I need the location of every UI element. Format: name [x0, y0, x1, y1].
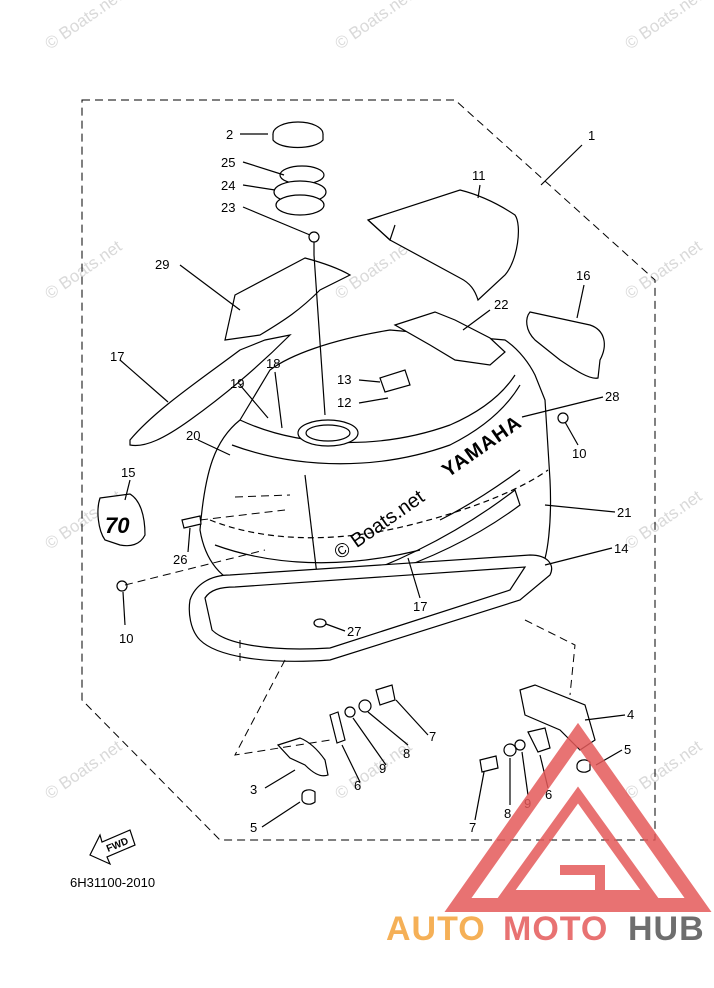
- callout-label: 10: [119, 631, 133, 646]
- decal-29: [224, 257, 352, 341]
- callout-label: 17: [110, 349, 124, 364]
- callout-label: 19: [230, 376, 244, 391]
- callout-label: 23: [221, 200, 235, 215]
- callout-label: 16: [576, 268, 590, 283]
- watermark: © Boats.net: [41, 236, 125, 303]
- callout-label: 15: [121, 465, 135, 480]
- filler-cap-group: [272, 121, 327, 416]
- watermark: © Boats.net: [331, 0, 415, 53]
- callout-label: 20: [186, 428, 200, 443]
- callout-label: 9: [379, 761, 386, 776]
- watermark: © Boats.net: [41, 0, 125, 53]
- callout-label: 14: [614, 541, 628, 556]
- watermark: © Boats.net: [621, 0, 705, 53]
- grommet-10-right: [557, 412, 569, 424]
- callout-label: 4: [627, 707, 634, 722]
- callout-label: 26: [173, 552, 187, 567]
- screw-26: [181, 515, 202, 529]
- callout-label: 28: [605, 389, 619, 404]
- callout-label: 13: [337, 372, 351, 387]
- callout-label: 8: [403, 746, 410, 761]
- decal-model-text: 70: [105, 513, 130, 538]
- callout-label: 18: [266, 356, 280, 371]
- callout-label: 12: [337, 395, 351, 410]
- fwd-arrow-icon: FWD: [89, 829, 136, 866]
- callout-label: 3: [250, 782, 257, 797]
- pad-16: [526, 311, 605, 379]
- callout-label: 27: [347, 624, 361, 639]
- callout-label: 21: [617, 505, 631, 520]
- callout-label: 6: [545, 787, 552, 802]
- diagram-code: 6H31100-2010: [70, 875, 155, 890]
- bracket-22: [393, 311, 506, 366]
- watermark: © Boats.net: [41, 736, 125, 803]
- callout-label: 7: [469, 820, 476, 835]
- leader-lines: [119, 133, 626, 828]
- callout-label: 22: [494, 297, 508, 312]
- callout-label: 24: [221, 178, 235, 193]
- decal-17: [129, 334, 292, 447]
- callout-label: 25: [221, 155, 235, 170]
- callout-label: 29: [155, 257, 169, 272]
- logo-hub: HUB: [628, 910, 705, 948]
- callout-label: 6: [354, 778, 361, 793]
- hinge-left: [276, 684, 396, 805]
- callout-label: 1: [588, 128, 595, 143]
- logo-moto: MOTO: [503, 910, 608, 948]
- callout-label: 8: [504, 806, 511, 821]
- callout-label: 7: [429, 729, 436, 744]
- callout-label: 2: [226, 127, 233, 142]
- decal-15: 70: [97, 493, 146, 547]
- seal-14: [188, 554, 553, 662]
- callout-label: 5: [250, 820, 257, 835]
- callout-label: 17: [413, 599, 427, 614]
- watermark: © Boats.net: [621, 736, 705, 803]
- grommet-10-left: [116, 580, 128, 592]
- automotohub-logo: AUTO MOTO HUB: [386, 722, 712, 948]
- logo-auto: AUTO: [386, 910, 486, 948]
- watermark: © Boats.net: [621, 236, 705, 303]
- grommet-27: [313, 618, 327, 628]
- watermark: © Boats.net: [621, 486, 705, 553]
- callout-label: 11: [472, 168, 486, 183]
- callout-label: 5: [624, 742, 631, 757]
- callout-labels: 1 2 25 24 23 11 29 16 22 17 18 19 13 12 …: [110, 127, 634, 835]
- callout-label: 10: [572, 446, 586, 461]
- top-cowling: YAMAHA © Boats.net: [199, 329, 552, 606]
- cover-11: [366, 189, 520, 302]
